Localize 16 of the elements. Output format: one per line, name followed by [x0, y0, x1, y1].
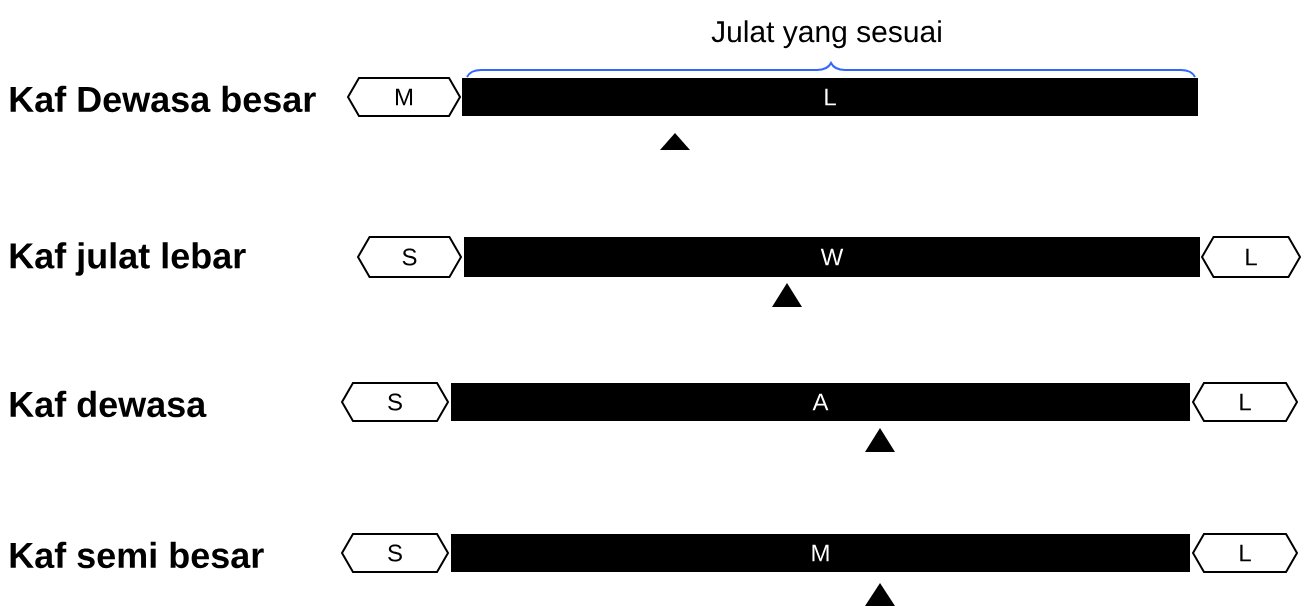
range-bar: L [462, 78, 1198, 116]
size-tag: L [1191, 533, 1299, 573]
range-caption: Julat yang sesuai [711, 20, 941, 49]
row-label: Kaf julat lebar [10, 242, 246, 276]
range-bar: W [464, 237, 1200, 277]
size-tag: S [356, 236, 463, 278]
range-bar: M [451, 534, 1190, 572]
size-tag: S [340, 382, 450, 422]
row-label: Kaf dewasa [10, 390, 207, 418]
range-bar: A [451, 383, 1190, 421]
size-tag: S [340, 533, 450, 573]
size-tag: L [1191, 382, 1299, 422]
row-label: Kaf Dewasa besar [10, 85, 316, 113]
size-tag: L [1200, 236, 1302, 278]
size-tag: M [346, 77, 462, 117]
row-label: Kaf semi besar [10, 541, 264, 569]
